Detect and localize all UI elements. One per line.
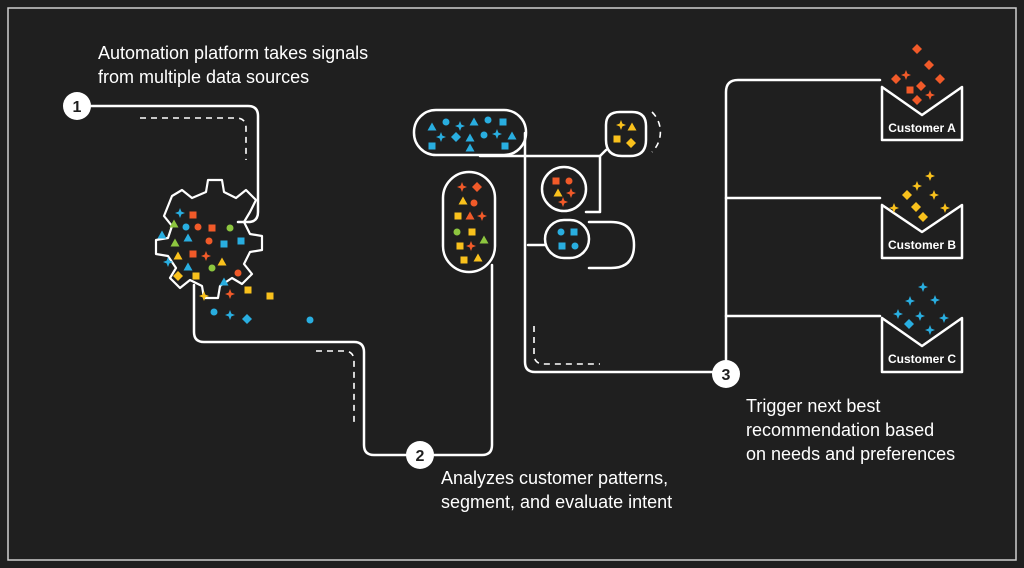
customer-b-label: Customer B bbox=[888, 238, 956, 252]
small-pill-2-shapes bbox=[557, 228, 579, 250]
flow-lines bbox=[88, 78, 882, 457]
wide-pill-shapes bbox=[427, 116, 517, 152]
small-pill-1-shapes bbox=[552, 177, 576, 207]
path-pill-to-step3 bbox=[523, 131, 728, 374]
step-2-number: 2 bbox=[416, 448, 425, 465]
step-1-badge: 1 bbox=[63, 92, 91, 120]
path-step2-to-pill bbox=[418, 263, 494, 457]
envelope-customer-c bbox=[880, 282, 964, 374]
dashed-accents bbox=[140, 111, 662, 422]
loop-right bbox=[587, 220, 636, 270]
pill-small-1 bbox=[540, 165, 588, 213]
gear-particles bbox=[157, 208, 314, 324]
connector-a bbox=[478, 154, 602, 214]
customer-a-label: Customer A bbox=[888, 121, 956, 135]
step-3-badge: 3 bbox=[712, 360, 740, 388]
outer-border bbox=[7, 7, 1017, 561]
pill-small-2 bbox=[543, 218, 591, 260]
step-1-number: 1 bbox=[73, 99, 82, 116]
tilted-pill-shapes bbox=[613, 120, 637, 148]
pill-tilted bbox=[604, 110, 648, 158]
path-step3-trunk bbox=[724, 78, 882, 374]
connector-b bbox=[598, 148, 608, 158]
step-2-description: Analyzes customer patterns, segment, and… bbox=[441, 468, 673, 512]
gear-icon bbox=[154, 178, 264, 300]
tall-pill-shapes bbox=[453, 182, 489, 264]
step-3-number: 3 bbox=[722, 367, 731, 384]
envelope-customer-a bbox=[880, 44, 964, 142]
pill-tall bbox=[441, 170, 497, 274]
step-3-description: Trigger next best recommendation based o… bbox=[746, 396, 956, 464]
customer-c-label: Customer C bbox=[888, 352, 956, 366]
path-gear-to-step2 bbox=[192, 283, 422, 457]
path-step1-to-gear bbox=[88, 104, 260, 224]
step-1-description: Automation platform takes signals from m… bbox=[98, 43, 369, 87]
step-2-badge: 2 bbox=[406, 441, 434, 469]
envelope-customer-b bbox=[880, 171, 964, 260]
